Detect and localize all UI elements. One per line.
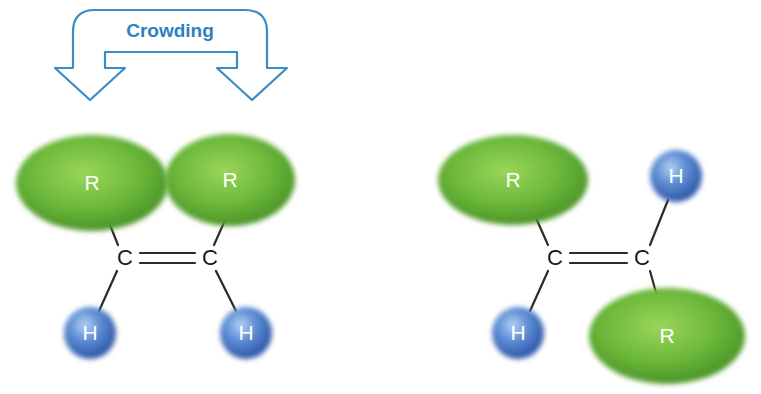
sphere-fill (650, 150, 702, 202)
substituent-blob: R (587, 286, 747, 386)
atom-label: H (510, 321, 525, 345)
blob-fill (16, 135, 168, 231)
double-bond (570, 262, 627, 264)
atom-label: H (668, 164, 683, 188)
double-bond (140, 252, 195, 254)
single-bond (99, 271, 117, 311)
carbon-atom-label: C (547, 245, 563, 271)
hydrogen-sphere: H (219, 306, 273, 360)
double-bond (140, 262, 195, 264)
substituent-blob: R (163, 132, 297, 228)
hydrogen-sphere: H (491, 306, 545, 360)
crowding-label: Crowding (126, 20, 214, 42)
blob-fill (438, 135, 588, 225)
group-label: R (659, 324, 674, 348)
atom-label: H (82, 321, 97, 345)
hydrogen-sphere: H (649, 149, 703, 203)
single-bond (530, 271, 548, 311)
blob-fill (589, 288, 745, 384)
group-label: R (222, 168, 237, 192)
sphere-fill (220, 307, 272, 359)
group-label: R (84, 171, 99, 195)
single-bond (216, 271, 236, 311)
single-bond (650, 200, 668, 245)
crowding-arrow (55, 10, 287, 100)
substituent-blob: R (436, 133, 590, 227)
carbon-atom-label: C (117, 245, 133, 271)
atom-label: H (238, 321, 253, 345)
blob-fill (165, 134, 295, 226)
hydrogen-sphere: H (63, 306, 117, 360)
sphere-fill (64, 307, 116, 359)
carbon-atom-label: C (634, 245, 650, 271)
substituent-blob: R (14, 133, 170, 233)
carbon-atom-label: C (202, 245, 218, 271)
sphere-fill (492, 307, 544, 359)
double-bond (570, 252, 627, 254)
group-label: R (505, 168, 520, 192)
